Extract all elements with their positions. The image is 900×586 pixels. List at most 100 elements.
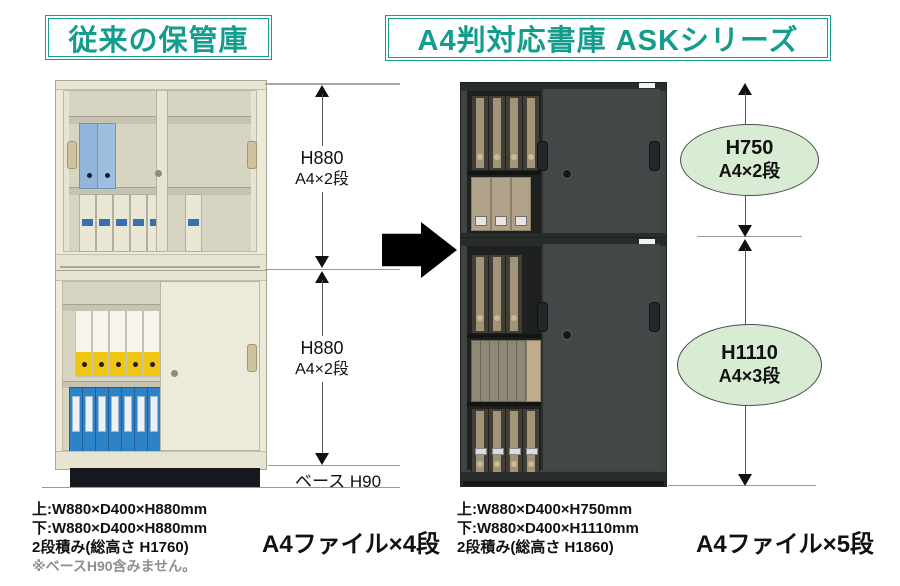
binder-hole bbox=[86, 173, 92, 178]
shelf bbox=[63, 304, 161, 311]
right-lower-dimension-oval: H1110 A4×3段 bbox=[677, 324, 822, 406]
binder bbox=[75, 310, 92, 377]
white-label bbox=[97, 396, 107, 433]
binder bbox=[471, 254, 489, 334]
base-note: ※ベースH90含みません。 bbox=[32, 558, 197, 574]
spine-stripe bbox=[493, 98, 501, 168]
door-handle bbox=[247, 344, 257, 372]
white-label bbox=[84, 396, 94, 433]
binder bbox=[488, 254, 506, 334]
binder bbox=[505, 254, 523, 334]
binder bbox=[522, 408, 540, 476]
spine-stripe bbox=[510, 98, 518, 168]
left-upper-dimension-label: H880 A4×2段 bbox=[272, 146, 372, 192]
binder-hole bbox=[477, 315, 483, 321]
sliding-door bbox=[541, 89, 660, 233]
binder bbox=[488, 408, 506, 476]
keyhole bbox=[562, 330, 572, 340]
file-box bbox=[130, 194, 147, 252]
shelf bbox=[467, 402, 541, 406]
binder bbox=[95, 387, 109, 452]
binder bbox=[97, 123, 116, 189]
top-frame bbox=[56, 271, 266, 281]
binder-hole bbox=[132, 362, 138, 367]
label-stripe bbox=[133, 218, 144, 226]
binder bbox=[134, 387, 148, 452]
keyhole bbox=[562, 169, 572, 179]
spine-stripe bbox=[493, 257, 501, 331]
shelf bbox=[467, 171, 541, 175]
right-capacity-label: A4ファイル×5段 bbox=[696, 531, 875, 558]
bottom-frame bbox=[461, 233, 666, 238]
right-spec-text: 上:W880×D400×H750mm 下:W880×D400×H1110mm 2… bbox=[457, 500, 639, 557]
door-handle bbox=[649, 141, 660, 171]
spine-stripe bbox=[527, 411, 535, 473]
binder bbox=[488, 95, 506, 171]
binder-hole bbox=[494, 315, 500, 321]
sliding-door bbox=[541, 244, 660, 470]
bottom-groove bbox=[60, 266, 260, 268]
arrowhead-down bbox=[315, 453, 329, 465]
binder-hole bbox=[98, 362, 104, 367]
spec-line: 2段積み(総高さ H1860) bbox=[457, 539, 614, 556]
binder-hole bbox=[115, 362, 121, 367]
top-frame bbox=[461, 83, 666, 91]
right-title-inner-border: A4判対応書庫 ASKシリーズ bbox=[388, 18, 828, 58]
spine-stripe bbox=[527, 98, 535, 168]
spine-stripe bbox=[476, 257, 484, 331]
corner-label bbox=[639, 239, 655, 244]
left-capacity-label: A4ファイル×4段 bbox=[262, 531, 441, 558]
white-label bbox=[136, 396, 146, 433]
arrowhead-down bbox=[738, 225, 752, 237]
spine-stripe bbox=[510, 411, 518, 473]
ask-cabinet-upper-unit bbox=[460, 82, 667, 239]
keyhole bbox=[155, 170, 162, 177]
right-upper-dimension-oval: H750 A4×2段 bbox=[680, 124, 819, 196]
spine-stripe bbox=[476, 98, 484, 168]
binder-hole bbox=[511, 154, 517, 160]
left-title-inner-border: 従来の保管庫 bbox=[48, 18, 269, 57]
file-box bbox=[185, 194, 202, 252]
file-box bbox=[96, 194, 113, 252]
binder-hole bbox=[494, 461, 500, 467]
binder bbox=[82, 387, 96, 452]
open-interior bbox=[62, 281, 162, 452]
file-box bbox=[79, 194, 96, 252]
label-stripe bbox=[150, 218, 161, 226]
label-holder bbox=[495, 216, 507, 226]
spine-label bbox=[526, 448, 538, 455]
white-label bbox=[149, 396, 159, 433]
label-stripe bbox=[116, 218, 127, 226]
arrowhead-down bbox=[315, 256, 329, 268]
left-spec-text: 上:W880×D400×H880mm 下:W880×D400×H880mm 2段… bbox=[32, 500, 207, 576]
binder bbox=[92, 310, 109, 377]
open-interior bbox=[467, 246, 541, 476]
base-height-label: ベース H90 bbox=[294, 472, 382, 491]
binder bbox=[511, 177, 531, 231]
spine-stripe bbox=[476, 411, 484, 473]
arrowhead-up bbox=[738, 239, 752, 251]
binder bbox=[471, 408, 489, 476]
spec-line: 上:W880×D400×H750mm bbox=[457, 501, 633, 518]
top-frame bbox=[56, 81, 266, 90]
label-stripe bbox=[99, 218, 110, 226]
binder bbox=[121, 387, 135, 452]
binder bbox=[471, 95, 489, 171]
bottom-frame bbox=[56, 451, 266, 469]
conventional-cabinet-upper-unit bbox=[55, 80, 267, 272]
binder-hole bbox=[477, 154, 483, 160]
spine-stripe bbox=[510, 257, 518, 331]
arrowhead-up bbox=[315, 271, 329, 283]
binder-hole bbox=[528, 154, 534, 160]
binder-hole bbox=[494, 154, 500, 160]
binder-hole bbox=[149, 362, 155, 367]
base-strip bbox=[463, 481, 664, 486]
spec-line: 下:W880×D400×H880mm bbox=[32, 520, 208, 537]
extension-line bbox=[268, 465, 400, 466]
glass-side-frame bbox=[64, 91, 69, 251]
door-handle bbox=[537, 141, 548, 171]
left-title-box: 従来の保管庫 bbox=[45, 15, 272, 60]
extension-line bbox=[42, 487, 400, 488]
shelf bbox=[467, 334, 541, 338]
left-title: 従来の保管庫 bbox=[68, 24, 249, 57]
